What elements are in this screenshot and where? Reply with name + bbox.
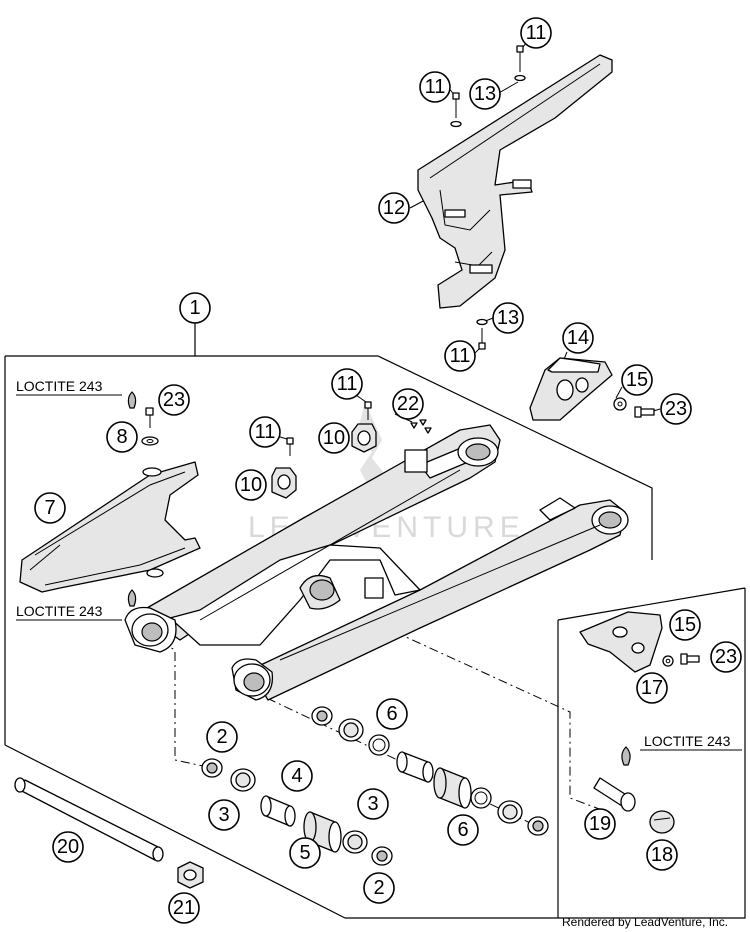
callout-23-left: 23 (158, 384, 190, 416)
axle (14, 777, 204, 889)
cable-clips (271, 423, 377, 499)
callout-23-right-lower: 23 (710, 641, 742, 673)
callout-10-upper: 10 (318, 422, 350, 454)
svg-text:11: 11 (526, 22, 547, 44)
render-credit: Rendered by LeadVenture, Inc. (562, 915, 728, 929)
callout-11-top-left: 11 (419, 71, 451, 103)
callout-7: 7 (34, 492, 66, 524)
svg-text:6: 6 (457, 819, 468, 841)
svg-text:23: 23 (665, 398, 687, 420)
svg-text:23: 23 (715, 646, 737, 668)
svg-text:23: 23 (163, 389, 185, 411)
loctite-label-3: LOCTITE 243 (644, 733, 731, 749)
callout-11-guard-bottom: 11 (444, 340, 476, 372)
callouts: 11 11 13 12 13 11 14 15 23 1 11 22 23 8 … (34, 17, 742, 924)
callout-19: 19 (584, 808, 616, 840)
chain-slider (19, 461, 201, 593)
svg-text:6: 6 (386, 703, 397, 725)
svg-text:4: 4 (291, 765, 302, 787)
svg-text:8: 8 (116, 426, 127, 448)
callout-4: 4 (281, 760, 313, 792)
chain-guide (579, 611, 663, 673)
callout-11-mid: 11 (331, 368, 363, 400)
svg-text:13: 13 (474, 83, 496, 105)
swing-arm (124, 424, 629, 701)
callout-8: 8 (106, 421, 138, 453)
svg-text:3: 3 (367, 793, 378, 815)
svg-text:11: 11 (255, 421, 276, 443)
callout-3-right: 3 (357, 788, 389, 820)
assembly-frame (4, 323, 746, 919)
callout-11-left-mid: 11 (249, 416, 281, 448)
loctite-label-2: LOCTITE 243 (16, 603, 103, 619)
svg-text:21: 21 (173, 897, 195, 919)
callout-14: 14 (562, 322, 594, 354)
pivot-bolt (593, 777, 675, 834)
svg-text:12: 12 (383, 197, 405, 219)
callout-15-lower: 15 (669, 609, 701, 641)
svg-text:7: 7 (44, 497, 55, 519)
svg-text:5: 5 (299, 842, 310, 864)
chain-guide-insert (529, 357, 613, 421)
callout-5: 5 (289, 837, 321, 869)
loctite-label-1: LOCTITE 243 (16, 378, 103, 394)
callout-21: 21 (168, 892, 200, 924)
svg-text:15: 15 (674, 614, 696, 636)
svg-text:1: 1 (189, 297, 200, 319)
svg-text:14: 14 (567, 327, 589, 349)
callout-20: 20 (52, 831, 84, 863)
chain-guard (417, 54, 613, 309)
callout-23-right-upper: 23 (660, 393, 692, 425)
svg-text:13: 13 (497, 307, 519, 329)
svg-text:20: 20 (57, 836, 79, 858)
callout-2-upper: 2 (206, 721, 238, 753)
svg-text:17: 17 (641, 677, 663, 699)
svg-text:2: 2 (373, 877, 384, 899)
svg-text:3: 3 (218, 804, 229, 826)
callout-12: 12 (378, 192, 410, 224)
left-fasteners (127, 391, 631, 766)
svg-text:15: 15 (626, 369, 648, 391)
callout-17: 17 (636, 672, 668, 704)
svg-text:2: 2 (216, 726, 227, 748)
callout-3-left: 3 (208, 799, 240, 831)
callout-13-top: 13 (469, 78, 501, 110)
bearing-set-left (201, 758, 393, 866)
svg-text:18: 18 (651, 844, 673, 866)
callout-10-lower: 10 (235, 469, 267, 501)
callout-11-top-right: 11 (520, 17, 552, 49)
svg-text:10: 10 (323, 427, 345, 449)
guard-fasteners (450, 45, 526, 350)
svg-text:11: 11 (425, 76, 446, 98)
svg-text:10: 10 (240, 474, 262, 496)
callout-15-upper: 15 (621, 364, 653, 396)
bearing-set-right (311, 706, 549, 836)
svg-text:22: 22 (397, 393, 419, 415)
svg-text:11: 11 (337, 373, 358, 395)
svg-text:19: 19 (589, 813, 611, 835)
callout-22: 22 (392, 388, 424, 420)
callout-1: 1 (179, 292, 211, 324)
callout-18: 18 (646, 839, 678, 871)
callout-6-lower: 6 (447, 814, 479, 846)
right-fasteners (613, 397, 700, 667)
callout-13-bottom: 13 (492, 302, 524, 334)
callout-2-lower: 2 (363, 872, 395, 904)
callout-6-upper: 6 (376, 698, 408, 730)
svg-text:11: 11 (450, 345, 471, 367)
